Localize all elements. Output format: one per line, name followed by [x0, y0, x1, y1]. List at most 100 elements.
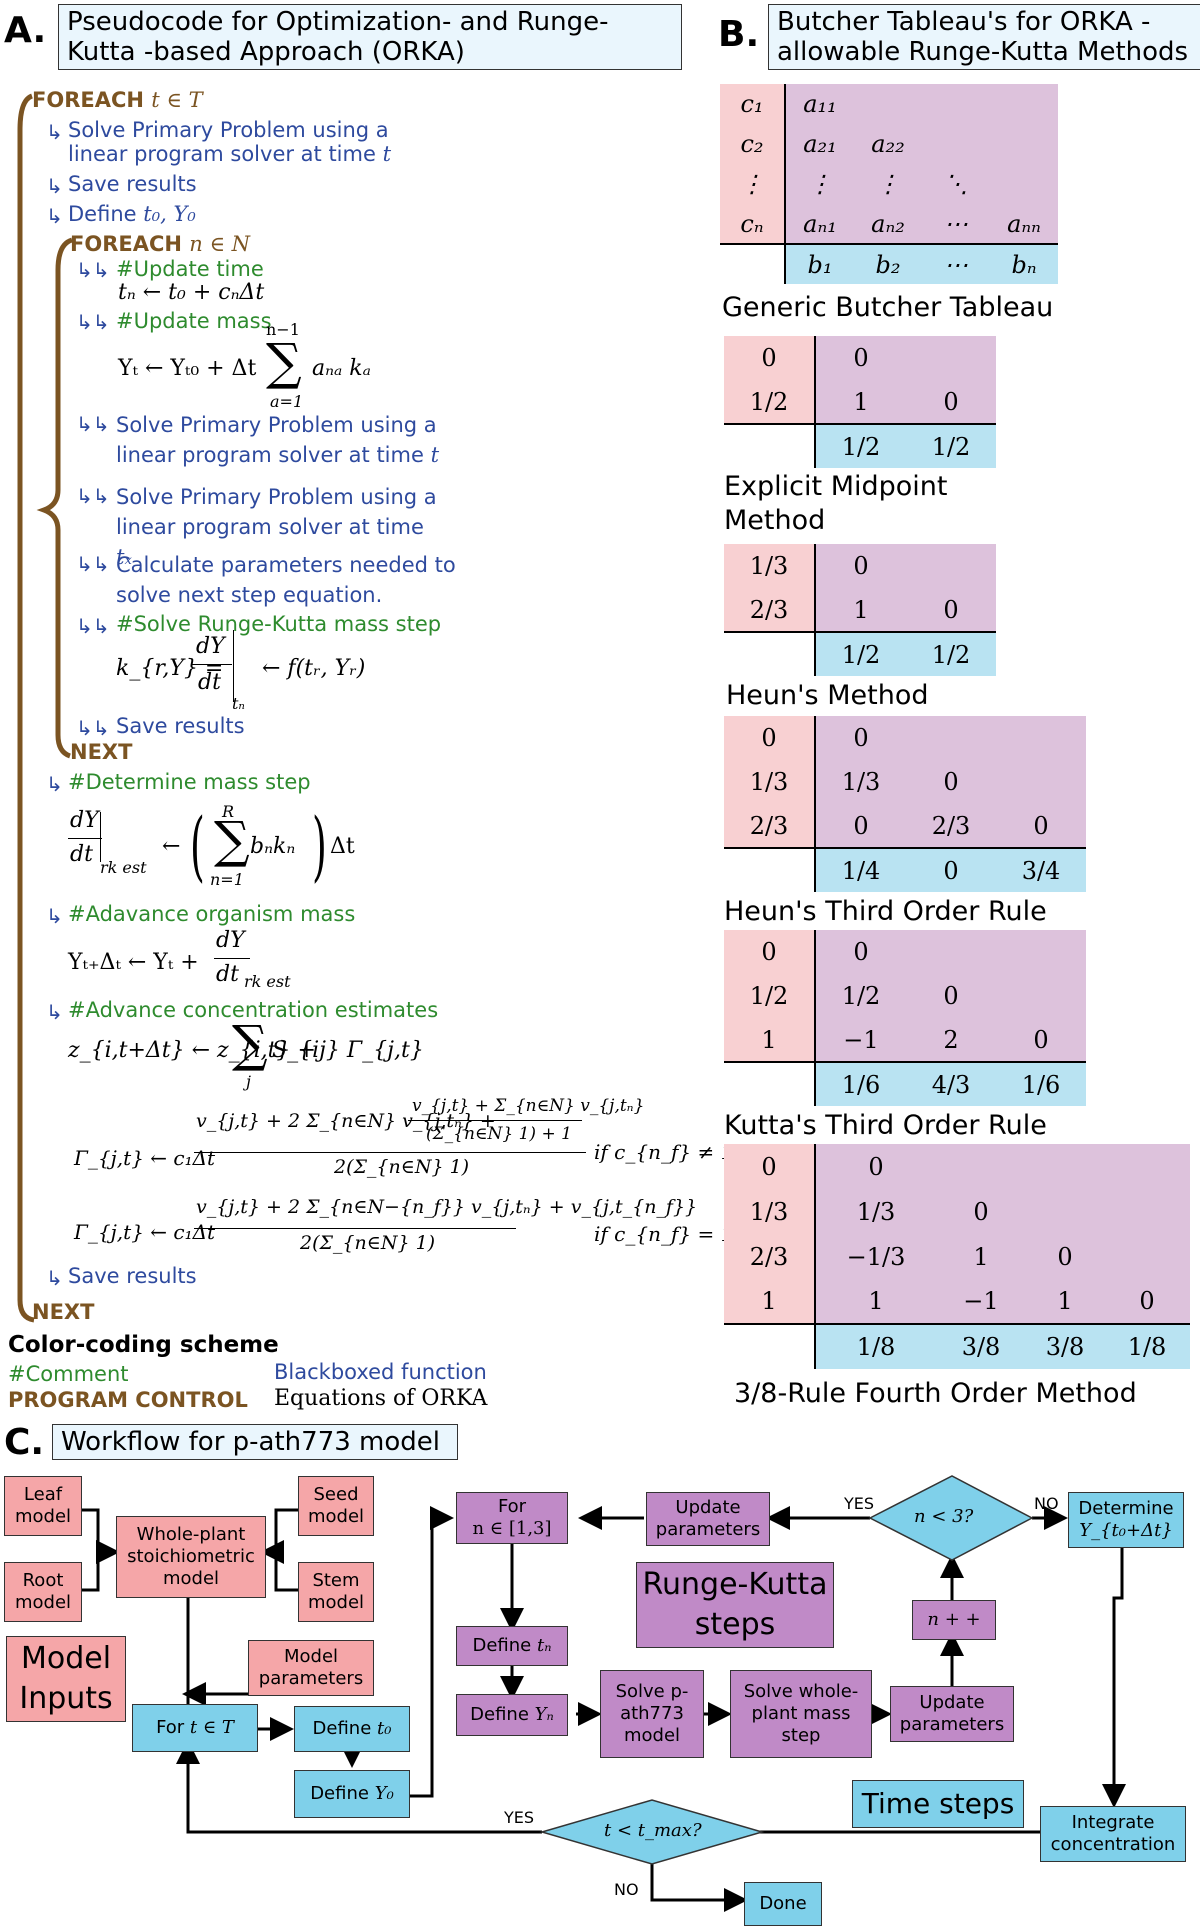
next-inner: NEXT	[70, 740, 133, 764]
runge-kutta-steps-label: Runge-Kutta steps	[636, 1562, 834, 1648]
tableau-c: 0	[724, 1144, 816, 1189]
eq-k-left: k_{r,Y} =	[116, 656, 224, 681]
arrow-icon: ↳	[46, 772, 63, 796]
double-arrow-icon: ↳↳	[76, 258, 110, 282]
tableau-a	[996, 716, 1086, 760]
eq-mass-sup: n−1	[266, 320, 300, 339]
inner-loop-bracket	[36, 237, 73, 759]
eq-g2-den: 2(Σ_{n∈N} 1)	[300, 1232, 436, 1254]
caption-generic: Generic Butcher Tableau	[722, 292, 1054, 323]
caption-rule38: 3/8-Rule Fourth Order Method	[734, 1378, 1137, 1409]
tableau-a: 0	[996, 1018, 1086, 1062]
tableau-b: 0	[906, 847, 996, 892]
tableau-a: 0	[815, 716, 906, 760]
tableau-a: 1/3	[815, 760, 906, 804]
panel-a-letter: A.	[4, 10, 47, 51]
tableau-a: 0	[1104, 1279, 1190, 1324]
panel-b-letter: B.	[718, 14, 760, 55]
tableau-a: 1	[936, 1234, 1026, 1279]
eq-dm-sub: rk est	[100, 858, 147, 877]
legend-blackbox: Blackboxed function	[274, 1360, 487, 1384]
tableau-b: 1/2	[815, 423, 906, 468]
tableau-b: 1/8	[1104, 1323, 1190, 1369]
eq-g1-left: Γ_{j,t} ← c₁Δt	[74, 1146, 216, 1170]
tableau-a	[906, 716, 996, 760]
save-results-3: Save results	[68, 1264, 197, 1288]
eq-adv-den: dt	[216, 962, 239, 987]
tableau-a	[990, 164, 1058, 204]
tableau-a	[990, 84, 1058, 124]
legend-control: PROGRAM CONTROL	[8, 1388, 248, 1412]
double-arrow-icon: ↳↳	[76, 484, 110, 508]
tableau-a: 0	[906, 380, 996, 424]
tableau-c: 1/3	[724, 544, 816, 588]
solve-path-model-box: Solve p-ath773 model	[600, 1670, 704, 1758]
caption-heun: Heun's Method	[726, 680, 929, 711]
eq-g1-inner-den: (Σ_{n∈N} 1) + 1	[426, 1124, 572, 1144]
decision-t-diamond	[539, 1799, 765, 1865]
tableau-a: 2/3	[906, 804, 996, 848]
stem-model-box: Stem model	[298, 1562, 374, 1622]
tableau-a: 0	[906, 974, 996, 1018]
tableau-a: 1	[815, 1279, 936, 1324]
save-results-2: Save results	[116, 714, 245, 738]
tableau-b: 1/2	[906, 423, 996, 468]
sum-icon: ∑	[214, 811, 250, 869]
tableau-c: 1/2	[724, 974, 816, 1018]
arrow-icon: ↳	[46, 904, 63, 928]
tableau-a: 1/2	[815, 974, 906, 1018]
update-parameters-top-box: Update parameters	[646, 1492, 770, 1546]
tableau-a: 1	[1026, 1279, 1104, 1324]
tableau-a: 0	[906, 760, 996, 804]
left-paren: (	[190, 801, 205, 890]
define-t0-box: Define t₀	[294, 1706, 410, 1752]
double-arrow-icon: ↳↳	[76, 614, 110, 638]
double-arrow-icon: ↳↳	[76, 552, 110, 576]
double-arrow-icon: ↳↳	[76, 716, 110, 740]
tableau-a: 0	[936, 1189, 1026, 1234]
tableau-b: ⋯	[922, 243, 990, 284]
tableau-a: 0	[815, 930, 906, 974]
decision-n-label: n < 3?	[914, 1506, 974, 1527]
no-label: NO	[614, 1880, 639, 1899]
legend-title: Color-coding scheme	[8, 1332, 279, 1358]
tableau-c: ⋮	[720, 164, 786, 204]
eq-g1-inner-num: v_{j,t} + Σ_{n∈N} v_{j,tₙ}	[412, 1096, 645, 1116]
yes-label: YES	[844, 1494, 875, 1513]
tableau-a	[1026, 1144, 1104, 1189]
no-label: NO	[1034, 1494, 1059, 1513]
evaluation-bar	[233, 630, 234, 702]
save-results-1: Save results	[68, 172, 197, 196]
right-paren: )	[312, 801, 327, 890]
comment-determine-mass: #Determine mass step	[68, 770, 311, 794]
model-parameters-box: Model parameters	[248, 1640, 374, 1696]
tableau-c: cₙ	[720, 204, 786, 244]
yes-label: YES	[504, 1808, 535, 1827]
fraction-bar	[68, 838, 102, 839]
tableau-a: 0	[996, 804, 1086, 848]
tableau-c: c₂	[720, 124, 786, 164]
tableau-b: 1/8	[815, 1323, 936, 1369]
eq-mass-right: aₙₐ kₐ	[312, 356, 371, 381]
tableau-b: 3/8	[936, 1323, 1026, 1369]
arrow-icon: ↳	[46, 1266, 63, 1290]
eq-mass-sub: a=1	[270, 392, 304, 411]
comment-rk-step: #Solve Runge-Kutta mass step	[116, 612, 442, 636]
eq-g2-num: v_{j,t} + 2 Σ_{n∈N−{n_f}} v_{j,tₙ} + v_{…	[196, 1196, 698, 1218]
eq-adv-left: Yₜ₊Δₜ ← Yₜ +	[68, 950, 199, 975]
panel-a-title: Pseudocode for Optimization- and Runge-K…	[58, 4, 682, 70]
tableau-c: 0	[724, 716, 816, 760]
tableau-a: aₙ₁	[785, 204, 854, 244]
tableau-a: −1/3	[815, 1234, 936, 1279]
fraction-bar	[214, 958, 250, 959]
eq-dm-sup: R	[222, 802, 235, 821]
tableau-b: 1/2	[906, 631, 996, 676]
eq-dm-num: dY	[70, 808, 99, 833]
tableau-b: bₙ	[990, 243, 1058, 284]
